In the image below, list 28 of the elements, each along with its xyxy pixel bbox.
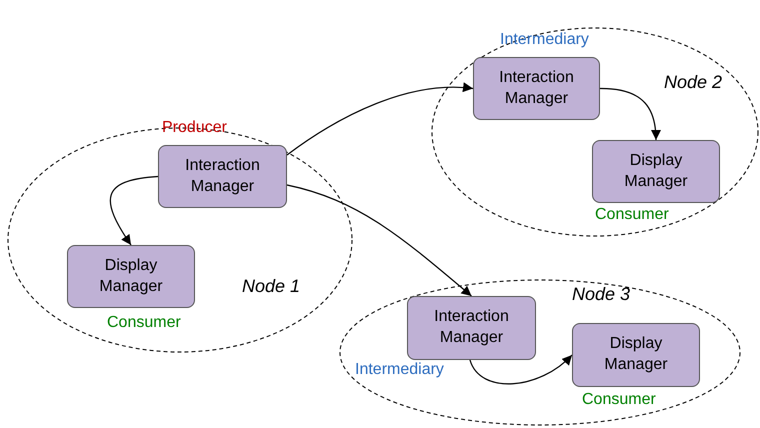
node-ellipse [432, 28, 758, 236]
process-box [407, 296, 536, 360]
role-label: Producer [162, 119, 227, 137]
box-label: Display Manager [603, 334, 669, 375]
process-box [572, 323, 700, 387]
process-box [67, 245, 195, 308]
node-title: Node 1 [242, 276, 300, 297]
node-title: Node 2 [664, 72, 722, 93]
role-label: Consumer [582, 391, 656, 409]
box-label: Display Manager [623, 150, 689, 192]
role-label: Intermediary [500, 31, 589, 49]
arrow [600, 88, 661, 140]
box-label: Interaction Manager [498, 68, 575, 108]
arrow [286, 184, 472, 296]
arrow [286, 82, 474, 156]
process-box [158, 145, 287, 208]
role-label: Intermediary [355, 361, 444, 379]
box-label: Display Manager [98, 256, 164, 296]
role-label: Consumer [107, 314, 181, 332]
arrow [469, 354, 572, 384]
arrow [110, 176, 158, 246]
node-title: Node 3 [572, 284, 630, 305]
role-label: Consumer [595, 206, 669, 224]
process-box [592, 140, 720, 203]
process-box [473, 57, 600, 120]
node-ellipse [340, 280, 740, 425]
box-label: Interaction Manager [184, 156, 261, 196]
box-label: Interaction Manager [433, 307, 510, 348]
